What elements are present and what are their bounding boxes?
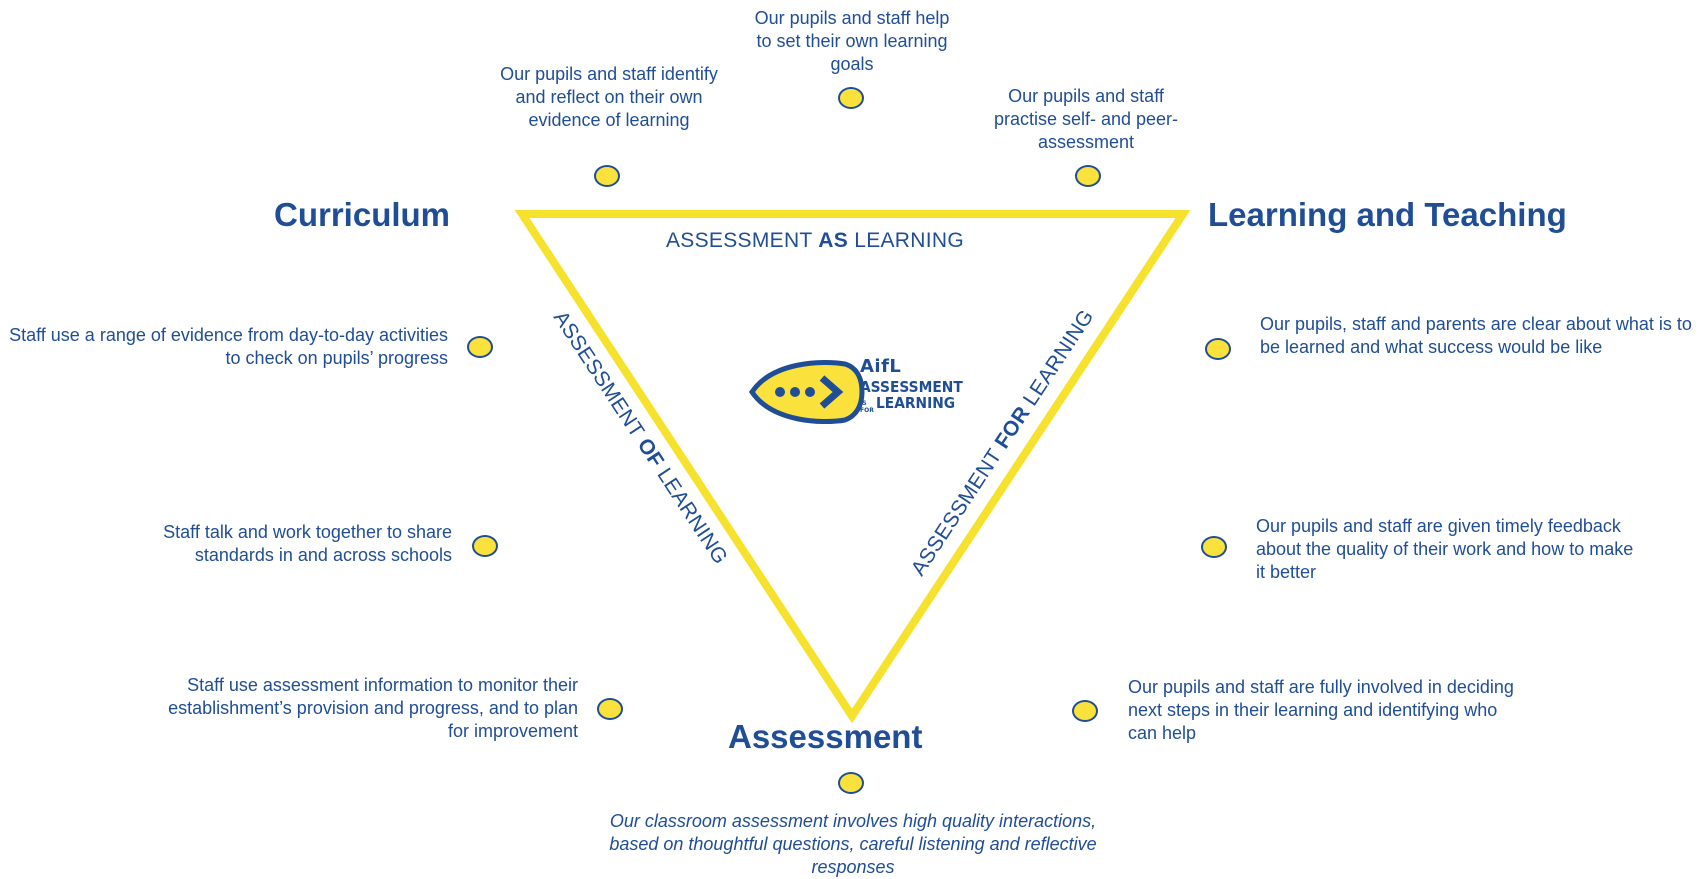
side-assessment-as-learning: ASSESSMENT AS LEARNING [666,229,964,253]
aifl-logo: AifL ASSESSMENT IS FOR LEARNING [742,356,963,426]
aifl-logo-badge [748,360,865,424]
side-as-bold: AS [818,229,849,252]
corner-curriculum: Curriculum [274,196,451,233]
logo-is-for: IS FOR [860,400,874,414]
logo-line2: LEARNING [876,394,956,412]
corner-assessment: Assessment [728,718,923,755]
statement-right-3: Our pupils and staff are fully involved … [1128,677,1514,743]
statement-left-2: Staff talk and work together to share st… [163,522,452,565]
statement-right-2: Our pupils and staff are given timely fe… [1256,516,1634,582]
dot-right-3 [1072,700,1098,722]
dot-left-2 [472,535,498,557]
statement-top-right: Our pupils and staff practise self- and … [993,86,1179,152]
statement-bottom: Our classroom assessment involves high q… [609,811,1097,877]
assessment-triangle [514,210,1191,724]
side-as-post: LEARNING [848,229,964,252]
dot-left-3 [597,698,623,720]
dot-right-2 [1201,536,1227,558]
statement-top-left: Our pupils and staff identify and reflec… [500,64,718,130]
logo-title: AifL [860,356,902,377]
statement-left-1: Staff use a range of evidence from day-t… [9,325,448,368]
statement-top-center: Our pupils and staff help to set their o… [754,8,950,74]
dot-top-left [594,165,620,187]
corner-learning-teaching: Learning and Teaching [1208,196,1567,233]
logo-line1: ASSESSMENT [860,378,963,396]
dot-bottom [838,772,864,794]
statement-left-3: Staff use assessment information to moni… [168,675,578,741]
dot-left-1 [467,336,493,358]
side-as-pre: ASSESSMENT [666,229,819,252]
dot-right-1 [1205,338,1231,360]
dot-top-center [838,87,864,109]
statement-right-1: Our pupils, staff and parents are clear … [1260,314,1692,357]
dot-top-right [1075,165,1101,187]
